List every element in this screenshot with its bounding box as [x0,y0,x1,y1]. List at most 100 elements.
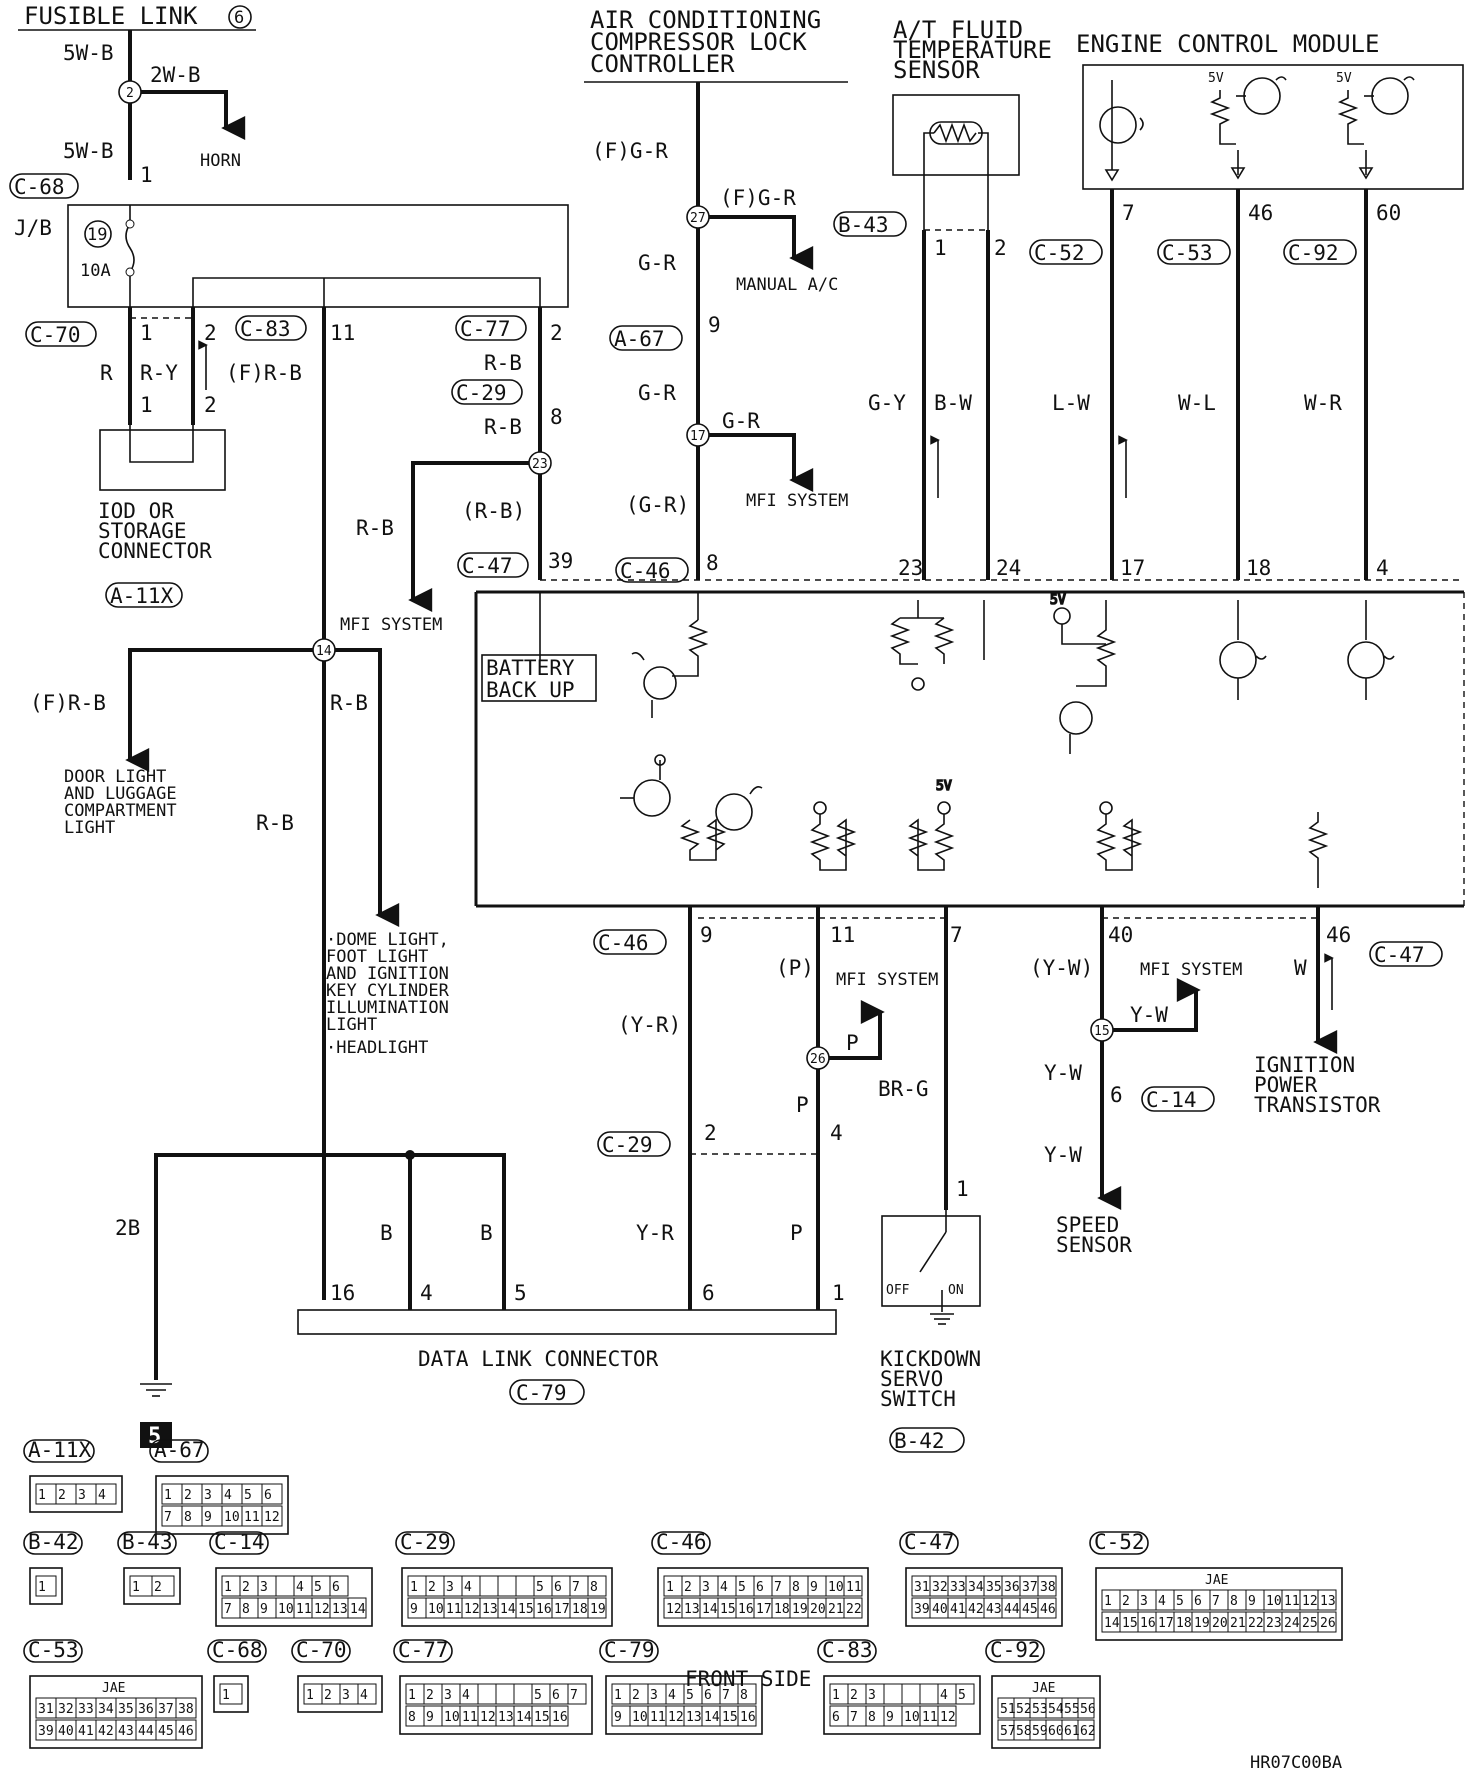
pin-label: 17 [1120,556,1145,580]
legend-tag [393,1639,453,1663]
legend-pin: 37 [158,1702,174,1717]
legend-connector-name: C-79 [604,1638,655,1662]
pin-label: 4 [1376,556,1389,580]
legend-pin: 2 [1122,1594,1130,1609]
legend-pin: 7 [1212,1594,1220,1609]
pin-label: 18 [1246,556,1271,580]
legend-connector-body [399,1675,593,1735]
legend-pin: 4 [720,1580,728,1595]
legend-pin: 40 [932,1602,948,1617]
front-side-label: FRONT SIDE [685,1667,811,1691]
legend-pin: 43 [986,1602,1002,1617]
legend-pin: 10 [278,1602,294,1617]
legend-pin: 8 [868,1710,876,1725]
legend-pin: 13 [482,1602,498,1617]
legend-jae: JAE [102,1681,125,1696]
legend-pin: 2 [324,1688,332,1703]
wire-label: 2W-B [150,63,201,87]
svg-text:C-29: C-29 [456,381,507,405]
svg-text:5V: 5V [1208,71,1224,86]
pin-label: 7 [1122,201,1135,225]
dest-speed: SENSOR [1056,1233,1132,1257]
wire-label: (F)R-B [30,691,106,715]
legend-pin: 25 [1302,1616,1318,1631]
conn-tag-c47-bottom: C-47 [1369,941,1443,967]
dest-door: COMPARTMENT [64,801,177,821]
legend-pin: 12 [464,1602,480,1617]
splice-label: 26 [810,1052,826,1067]
legend-pin: 31 [914,1580,930,1595]
legend-pin: 2 [58,1488,66,1503]
svg-text:C-14: C-14 [1146,1088,1197,1112]
legend-pin: 36 [138,1702,154,1717]
dest-iod: IOD OR [98,499,174,523]
legend-pin: 35 [986,1580,1002,1595]
legend-pin: 4 [464,1580,472,1595]
kickdown-ground [930,1313,954,1325]
legend-pin: 5 [244,1488,252,1503]
legend-tag [817,1639,877,1663]
legend-pin: 9 [1248,1594,1256,1609]
wire-label: 2B [115,1216,140,1240]
legend-pin: 57 [1000,1724,1016,1739]
wire-label: R-Y [140,361,178,385]
switch-on-label: ON [948,1283,964,1298]
legend-pin: 19 [590,1602,606,1617]
legend-pin: 19 [1194,1616,1210,1631]
legend-pin: 54 [1048,1702,1064,1717]
dest-ignition: IGNITION [1254,1053,1355,1077]
legend-pin: 5 [534,1688,542,1703]
pin-label: 9 [708,313,721,337]
wire-label: (R-B) [462,499,525,523]
splice-label: 27 [690,211,706,226]
legend-pin: 52 [1016,1702,1032,1717]
legend-pin: 10 [1266,1594,1282,1609]
pin-label: 60 [1376,201,1401,225]
legend-pin: 8 [408,1710,416,1725]
svg-text:5V: 5V [936,779,952,794]
legend-pin: 6 [332,1580,340,1595]
svg-text:BATTERY: BATTERY [486,656,575,680]
wire-label: L-W [1052,391,1090,415]
dest-kickdown: KICKDOWN [880,1347,981,1371]
data-link-connector [297,1309,837,1335]
conn-tag-b43: B-43 [833,211,907,237]
legend-pin: 4 [98,1488,106,1503]
fuse-rating: 10A [80,261,111,281]
pin-label: 7 [950,923,963,947]
legend-pin: 33 [950,1580,966,1595]
legend-pin: 17 [756,1602,772,1617]
wire-label: (G-R) [626,493,689,517]
legend-pin: 11 [296,1602,312,1617]
legend-tag [1089,1531,1149,1555]
legend-pin: 14 [1104,1616,1120,1631]
wire-label: Y-W [1130,1003,1168,1027]
pin-label: 6 [1110,1083,1123,1107]
svg-text:C-29: C-29 [602,1133,653,1157]
svg-text:C-77: C-77 [460,317,511,341]
legend-pin: 12 [480,1710,496,1725]
ground-symbol [140,1383,172,1397]
legend-pin: 1 [408,1688,416,1703]
legend-pin: 4 [224,1488,232,1503]
legend-pin: 10 [904,1710,920,1725]
legend-pin: 51 [1000,1702,1016,1717]
legend-tag [395,1531,455,1555]
legend-pin: 46 [178,1724,194,1739]
pin-label: 46 [1326,923,1351,947]
legend-pin: 36 [1004,1580,1020,1595]
wire-label: Y-R [636,1221,674,1245]
atf-title-3: SENSOR [893,56,980,84]
dest-dome: FOOT LIGHT [326,947,428,967]
legend-pin: 6 [832,1710,840,1725]
legend-pin: 34 [968,1580,984,1595]
legend-pin: 14 [516,1710,532,1725]
legend-pin: 6 [1194,1594,1202,1609]
legend-pin: 8 [590,1580,598,1595]
legend-pin: 9 [810,1580,818,1595]
legend-pin: 1 [832,1688,840,1703]
pin-label: 4 [830,1121,843,1145]
legend-pin: 10 [428,1602,444,1617]
legend-pin: 12 [940,1710,956,1725]
fusible-link-title: FUSIBLE LINK [24,2,198,30]
